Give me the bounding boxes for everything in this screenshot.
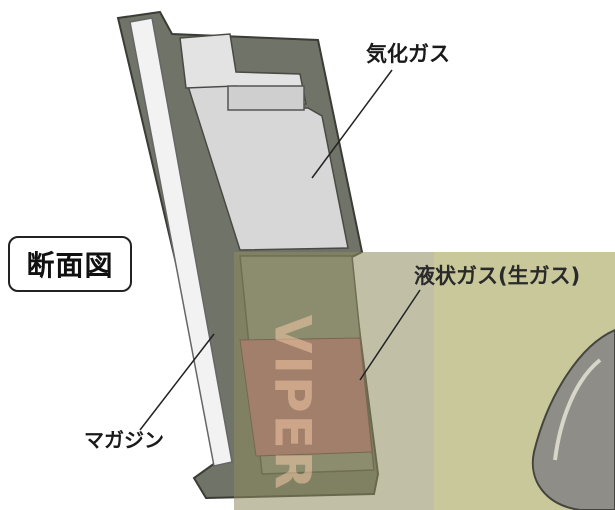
watermark-text: VIPER (263, 314, 322, 492)
overlay-panel-left (234, 252, 434, 510)
liquid-gas-label: 液状ガス(生ガス) (414, 264, 581, 288)
partial-object-highlight (553, 358, 602, 461)
valve-spring (227, 85, 305, 111)
magazine-front-strip (129, 17, 233, 467)
leader-line-vaporized-gas (311, 69, 393, 179)
cross-section-badge: 断面図 (8, 236, 132, 292)
leader-line-liquid-gas (359, 289, 421, 381)
watermark: VIPER (262, 296, 322, 510)
partial-object (531, 328, 615, 510)
magazine-label: マガジン (84, 428, 164, 452)
cross-section-label: 断面図 (26, 249, 114, 282)
vaporized-gas-label: 気化ガス (366, 42, 450, 66)
leader-line-magazine (139, 333, 215, 431)
